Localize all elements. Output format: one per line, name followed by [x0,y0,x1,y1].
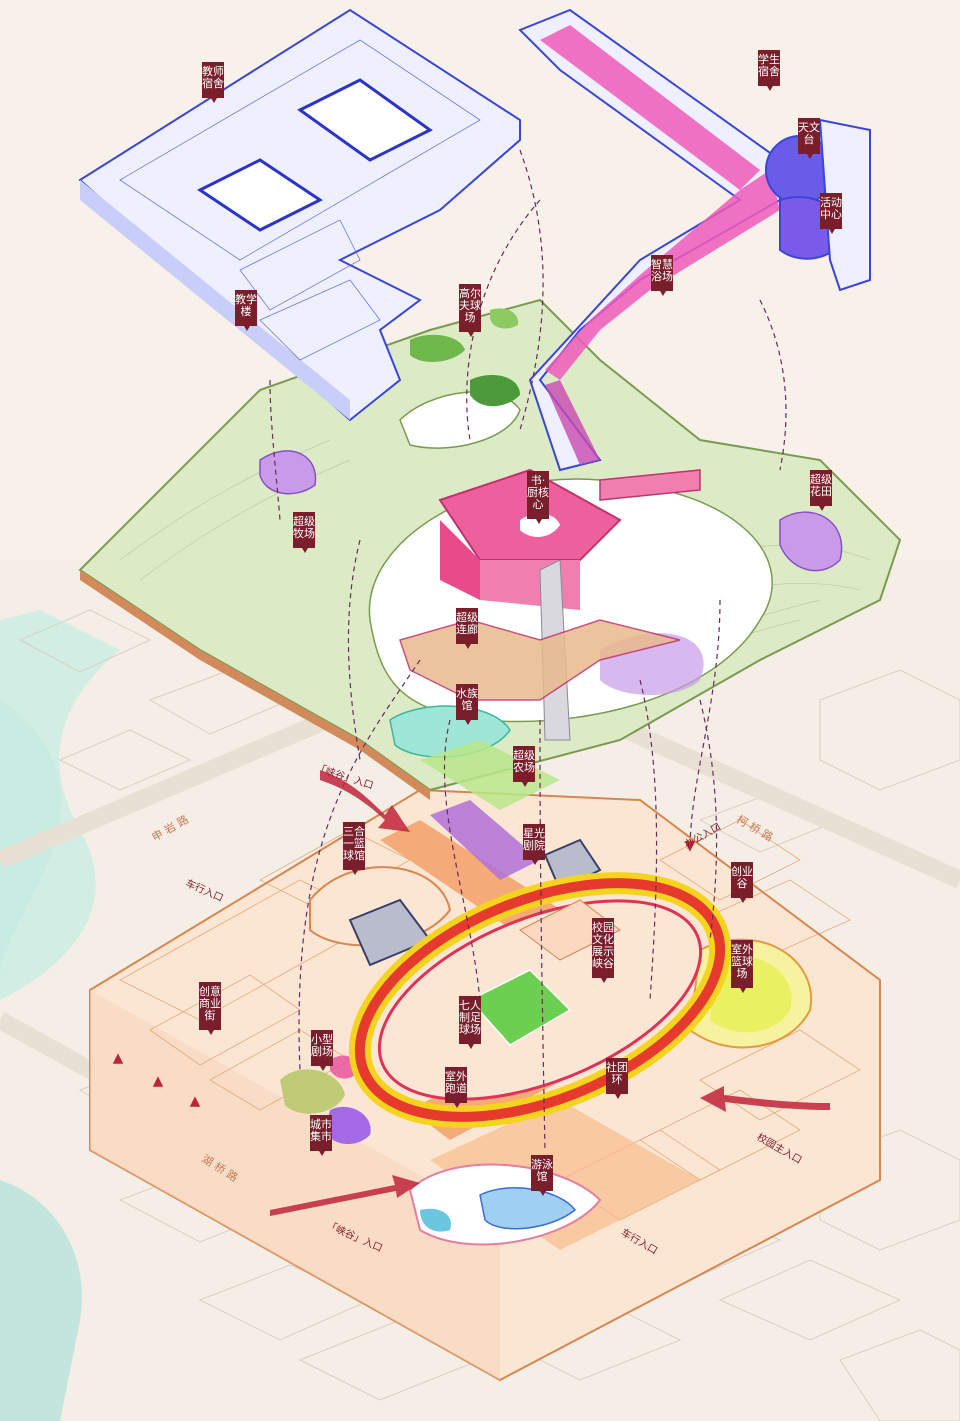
teaching-building-layer [78,8,521,422]
label-activity-center: 活动中心 [820,193,842,234]
label-campus-culture-valley: 校园文化展示峡谷 [592,918,614,983]
label-startup-valley: 创业谷 [731,862,753,903]
label-aquarium: 水族馆 [456,684,478,725]
entry-arrows [270,770,830,1216]
label-teaching-building: 教学楼 [235,290,257,331]
label-club-ring: 社团环 [606,1058,628,1099]
label-student-dorm: 学生宿舍 [758,50,780,91]
label-outdoor-basketball: 室外篮球场 [731,940,753,993]
label-book-kitchen-core: 书·厨核心 [527,471,549,524]
label-super-garden: 超级花田 [810,470,832,511]
label-super-pasture: 超级牧场 [293,512,315,553]
label-super-corridor: 超级连廊 [456,608,478,649]
label-observatory: 天文台 [798,118,820,159]
label-seven-a-side: 七人制足球场 [459,996,481,1049]
entrance-markers [112,841,696,1107]
connection-lines [269,149,787,1151]
label-teacher-dorm: 教师宿舍 [202,62,224,103]
label-starlight-theater: 星光剧院 [523,824,545,865]
label-golf-course: 高尔夫球场 [459,284,481,337]
label-swimming: 游泳馆 [531,1155,553,1196]
label-small-theater: 小型剧场 [311,1030,333,1071]
label-sanhe-hall: 三合一篮球馆 [343,822,365,875]
label-city-market: 城市集市 [310,1115,332,1156]
label-outdoor-track: 室外跑道 [445,1067,467,1108]
label-super-farm: 超级农场 [513,746,535,787]
label-creative-street: 创意商业街 [199,982,221,1035]
running-track [348,872,732,1128]
label-smart-bath: 智慧浴场 [651,255,673,296]
